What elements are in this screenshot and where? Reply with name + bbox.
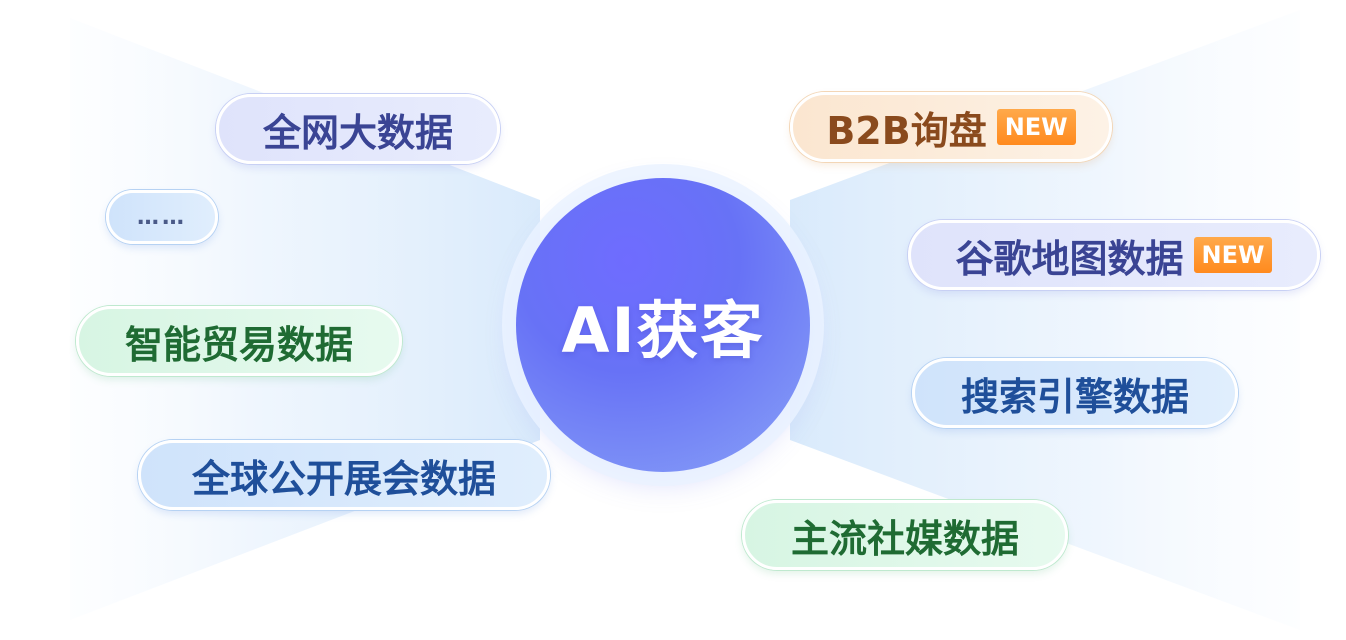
node-label: 全球公开展会数据 <box>191 456 496 501</box>
node-label: …… <box>137 204 187 230</box>
node-search-engine: 搜索引擎数据 <box>912 358 1238 428</box>
node-label: 全网大数据 <box>262 110 453 155</box>
ai-hub-circle: AI获客 <box>516 178 810 472</box>
node-label: 智能贸易数据 <box>124 322 353 367</box>
node-expo-data: 全球公开展会数据 <box>138 440 550 510</box>
new-badge: NEW <box>1193 237 1273 273</box>
node-label: 搜索引擎数据 <box>960 374 1189 419</box>
node-google-maps: 谷歌地图数据 NEW <box>908 220 1320 290</box>
hub-title: AI获客 <box>561 294 765 367</box>
node-label: 主流社媒数据 <box>790 516 1019 561</box>
node-social-media: 主流社媒数据 <box>742 500 1068 570</box>
new-badge: NEW <box>996 109 1076 145</box>
node-label: B2B询盘 <box>826 108 987 153</box>
node-trade-data: 智能贸易数据 <box>76 306 402 376</box>
node-label: 谷歌地图数据 <box>955 236 1184 281</box>
node-web-big-data: 全网大数据 <box>216 94 500 164</box>
node-b2b-inquiry: B2B询盘 NEW <box>790 92 1112 162</box>
node-more: …… <box>106 190 218 244</box>
